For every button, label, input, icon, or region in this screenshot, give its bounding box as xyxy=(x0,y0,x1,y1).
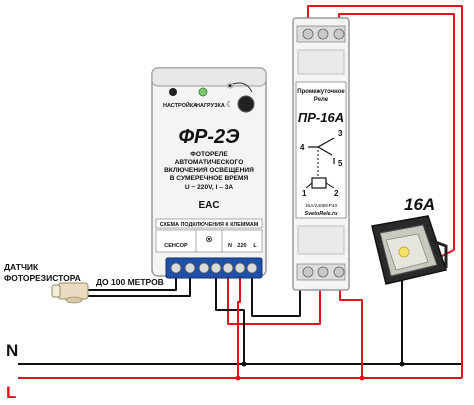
knob-arrow-icon xyxy=(232,82,253,93)
terminal-screws xyxy=(170,262,258,274)
terminal-label-220: 220 xyxy=(237,243,246,249)
terminal-screw[interactable] xyxy=(198,262,210,274)
wiring-caption: СХЕМА ПОДКЛЮЧЕНИЯ К КЛЕММАМ xyxy=(160,222,259,228)
relay-bottom-screw[interactable] xyxy=(317,266,329,278)
contact-number-3: 3 xyxy=(338,129,343,138)
photo-relay-desc-line-5: U ~ 220V, I – 3A xyxy=(185,184,234,191)
phase-label: L xyxy=(6,383,16,402)
moon-icon: ☾ xyxy=(226,100,233,109)
sensor-lens xyxy=(51,284,61,298)
photo-relay-desc-line-3: ВКЛЮЧЕНИЯ ОСВЕЩЕНИЯ xyxy=(164,167,254,174)
photo-relay-desc-line-4: В СУМЕРЕЧНОЕ ВРЕМЯ xyxy=(170,175,249,182)
relay-top-screw[interactable] xyxy=(333,28,345,40)
contact-number-1: 1 xyxy=(302,189,307,198)
junction-dot xyxy=(235,375,241,381)
relay-bottom-wire-black xyxy=(251,278,301,317)
wires xyxy=(18,5,463,379)
load-lamp-icon: ⊗ xyxy=(205,234,213,244)
sun-icon: ☀ xyxy=(226,81,234,91)
intermediate-relay-device: Промежуточное Реле ПР-16А 3 4 5 1 2 16А/… xyxy=(292,17,350,291)
relay-top-screw[interactable] xyxy=(302,28,314,40)
contact-switch-icon xyxy=(308,137,335,164)
relay-label-face xyxy=(295,81,347,219)
terminal-label-l: L xyxy=(253,243,257,249)
relay-bottom-wire-red-2 xyxy=(227,278,321,325)
indicator-label-load: НАГРУЗКА xyxy=(196,103,225,109)
relay-top-wire-red xyxy=(338,13,455,250)
terminal-label-row xyxy=(155,229,263,253)
phase-riser-wire xyxy=(307,5,463,378)
sensor-label-line-1: ДАТЧИК xyxy=(4,262,39,272)
contact-number-2: 2 xyxy=(334,189,339,198)
neutral-label: N xyxy=(6,341,18,360)
relay-rating: 16А/240В/IP40 xyxy=(305,203,338,209)
photoresistor-sensor: ДАТЧИК ФОТОРЕЗИСТОРА ДО 100 МЕТРОВ xyxy=(4,262,164,304)
relay-title-line-1: Промежуточное xyxy=(297,89,345,95)
relay-model: ПР-16А xyxy=(298,110,344,125)
photo-relay-desc-line-1: ФОТОРЕЛЕ xyxy=(190,151,228,158)
floodlight-bracket xyxy=(429,238,448,268)
junction-dot xyxy=(241,361,247,367)
relay-bottom-screw[interactable] xyxy=(333,266,345,278)
junction-dot xyxy=(359,375,365,381)
load-led-icon xyxy=(198,87,208,97)
coil-lead xyxy=(305,182,313,189)
photo-relay-n-wire xyxy=(215,278,245,364)
relay-lower-slot xyxy=(297,225,345,255)
terminal-screw[interactable] xyxy=(184,262,196,274)
photo-relay-top-strip xyxy=(151,67,267,87)
relay-title-line-2: Реле xyxy=(314,97,329,103)
indicator-label-setting: НАСТРОЙКА xyxy=(163,101,197,109)
sensor-body xyxy=(57,282,89,300)
wiring-caption-box xyxy=(155,218,263,229)
terminal-label-n: N xyxy=(228,243,232,249)
setting-led-icon xyxy=(169,88,177,96)
photo-relay-desc-line-2: АВТОМАТИЧЕСКОГО xyxy=(175,159,244,166)
sensor-wire-1 xyxy=(88,274,177,291)
relay-bottom-wire-red xyxy=(339,290,363,378)
contact-number-5: 5 xyxy=(338,159,343,168)
sensitivity-knob[interactable] xyxy=(237,95,255,113)
sensor-label-line-2: ФОТОРЕЗИСТОРА xyxy=(4,273,81,283)
terminal-screw[interactable] xyxy=(234,262,246,274)
sensor-distance-label: ДО 100 МЕТРОВ xyxy=(96,277,164,287)
eac-mark: EAC xyxy=(198,200,219,211)
relay-bottom-screw[interactable] xyxy=(302,266,314,278)
terminal-screw[interactable] xyxy=(246,262,258,274)
sensor-cable-end xyxy=(65,296,83,304)
contact-number-4: 4 xyxy=(300,143,305,152)
terminal-screw[interactable] xyxy=(210,262,222,274)
photo-relay-l-wire xyxy=(237,278,241,378)
floodlight-led-icon xyxy=(398,246,410,258)
relay-brand: SvetoRele.ru xyxy=(305,211,339,217)
junction-dot xyxy=(399,361,405,367)
photo-relay-model: ФР-2Э xyxy=(178,126,240,148)
floodlight: 16А xyxy=(371,195,448,285)
coil-lead xyxy=(325,182,335,189)
relay-top-slot xyxy=(297,49,345,75)
lamp-rating: 16А xyxy=(404,195,435,214)
relay-top-screw[interactable] xyxy=(317,28,329,40)
terminal-screw[interactable] xyxy=(170,262,182,274)
photo-relay-device: ☀ ☾ НАСТРОЙКА НАГРУЗКА ФР-2Э ФОТОРЕЛЕ АВ… xyxy=(151,67,267,279)
terminal-screw[interactable] xyxy=(222,262,234,274)
sensor-wire-2 xyxy=(88,274,191,297)
terminal-label-sensor: СЕНСОР xyxy=(164,243,188,249)
